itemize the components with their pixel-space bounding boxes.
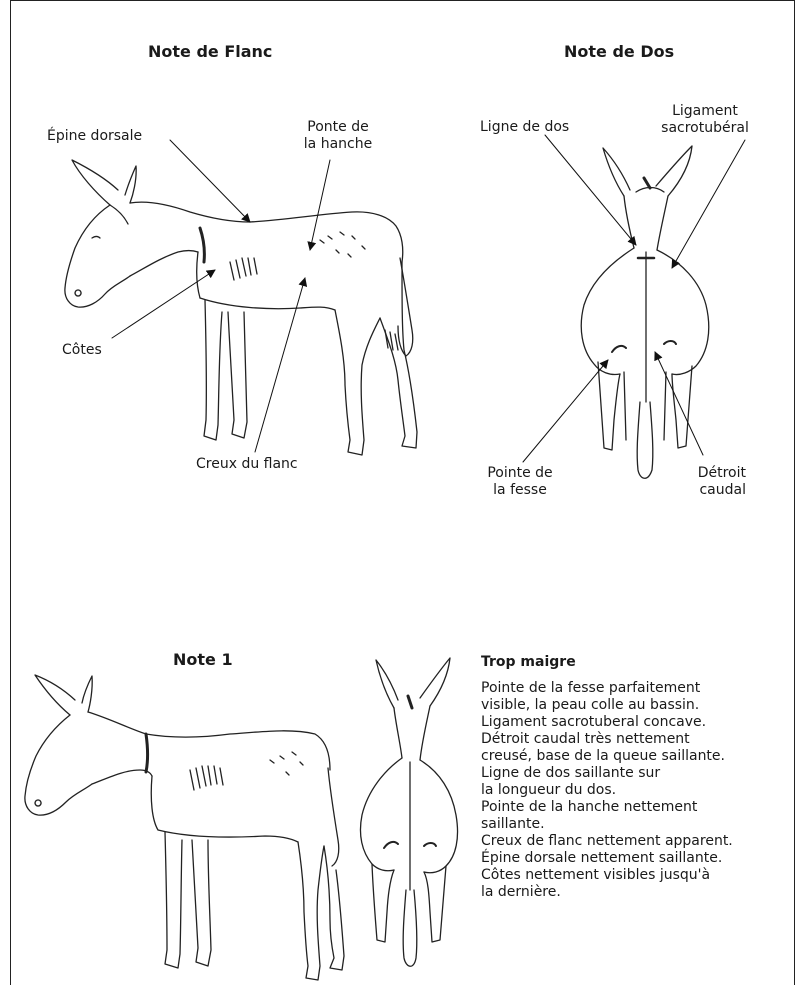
leader-lines: [112, 135, 745, 462]
donkey-rear-view: [581, 146, 709, 478]
donkey-side-view: [65, 160, 417, 455]
donkey-note1-rear: [360, 658, 457, 966]
donkey-note1-side: [25, 675, 344, 980]
